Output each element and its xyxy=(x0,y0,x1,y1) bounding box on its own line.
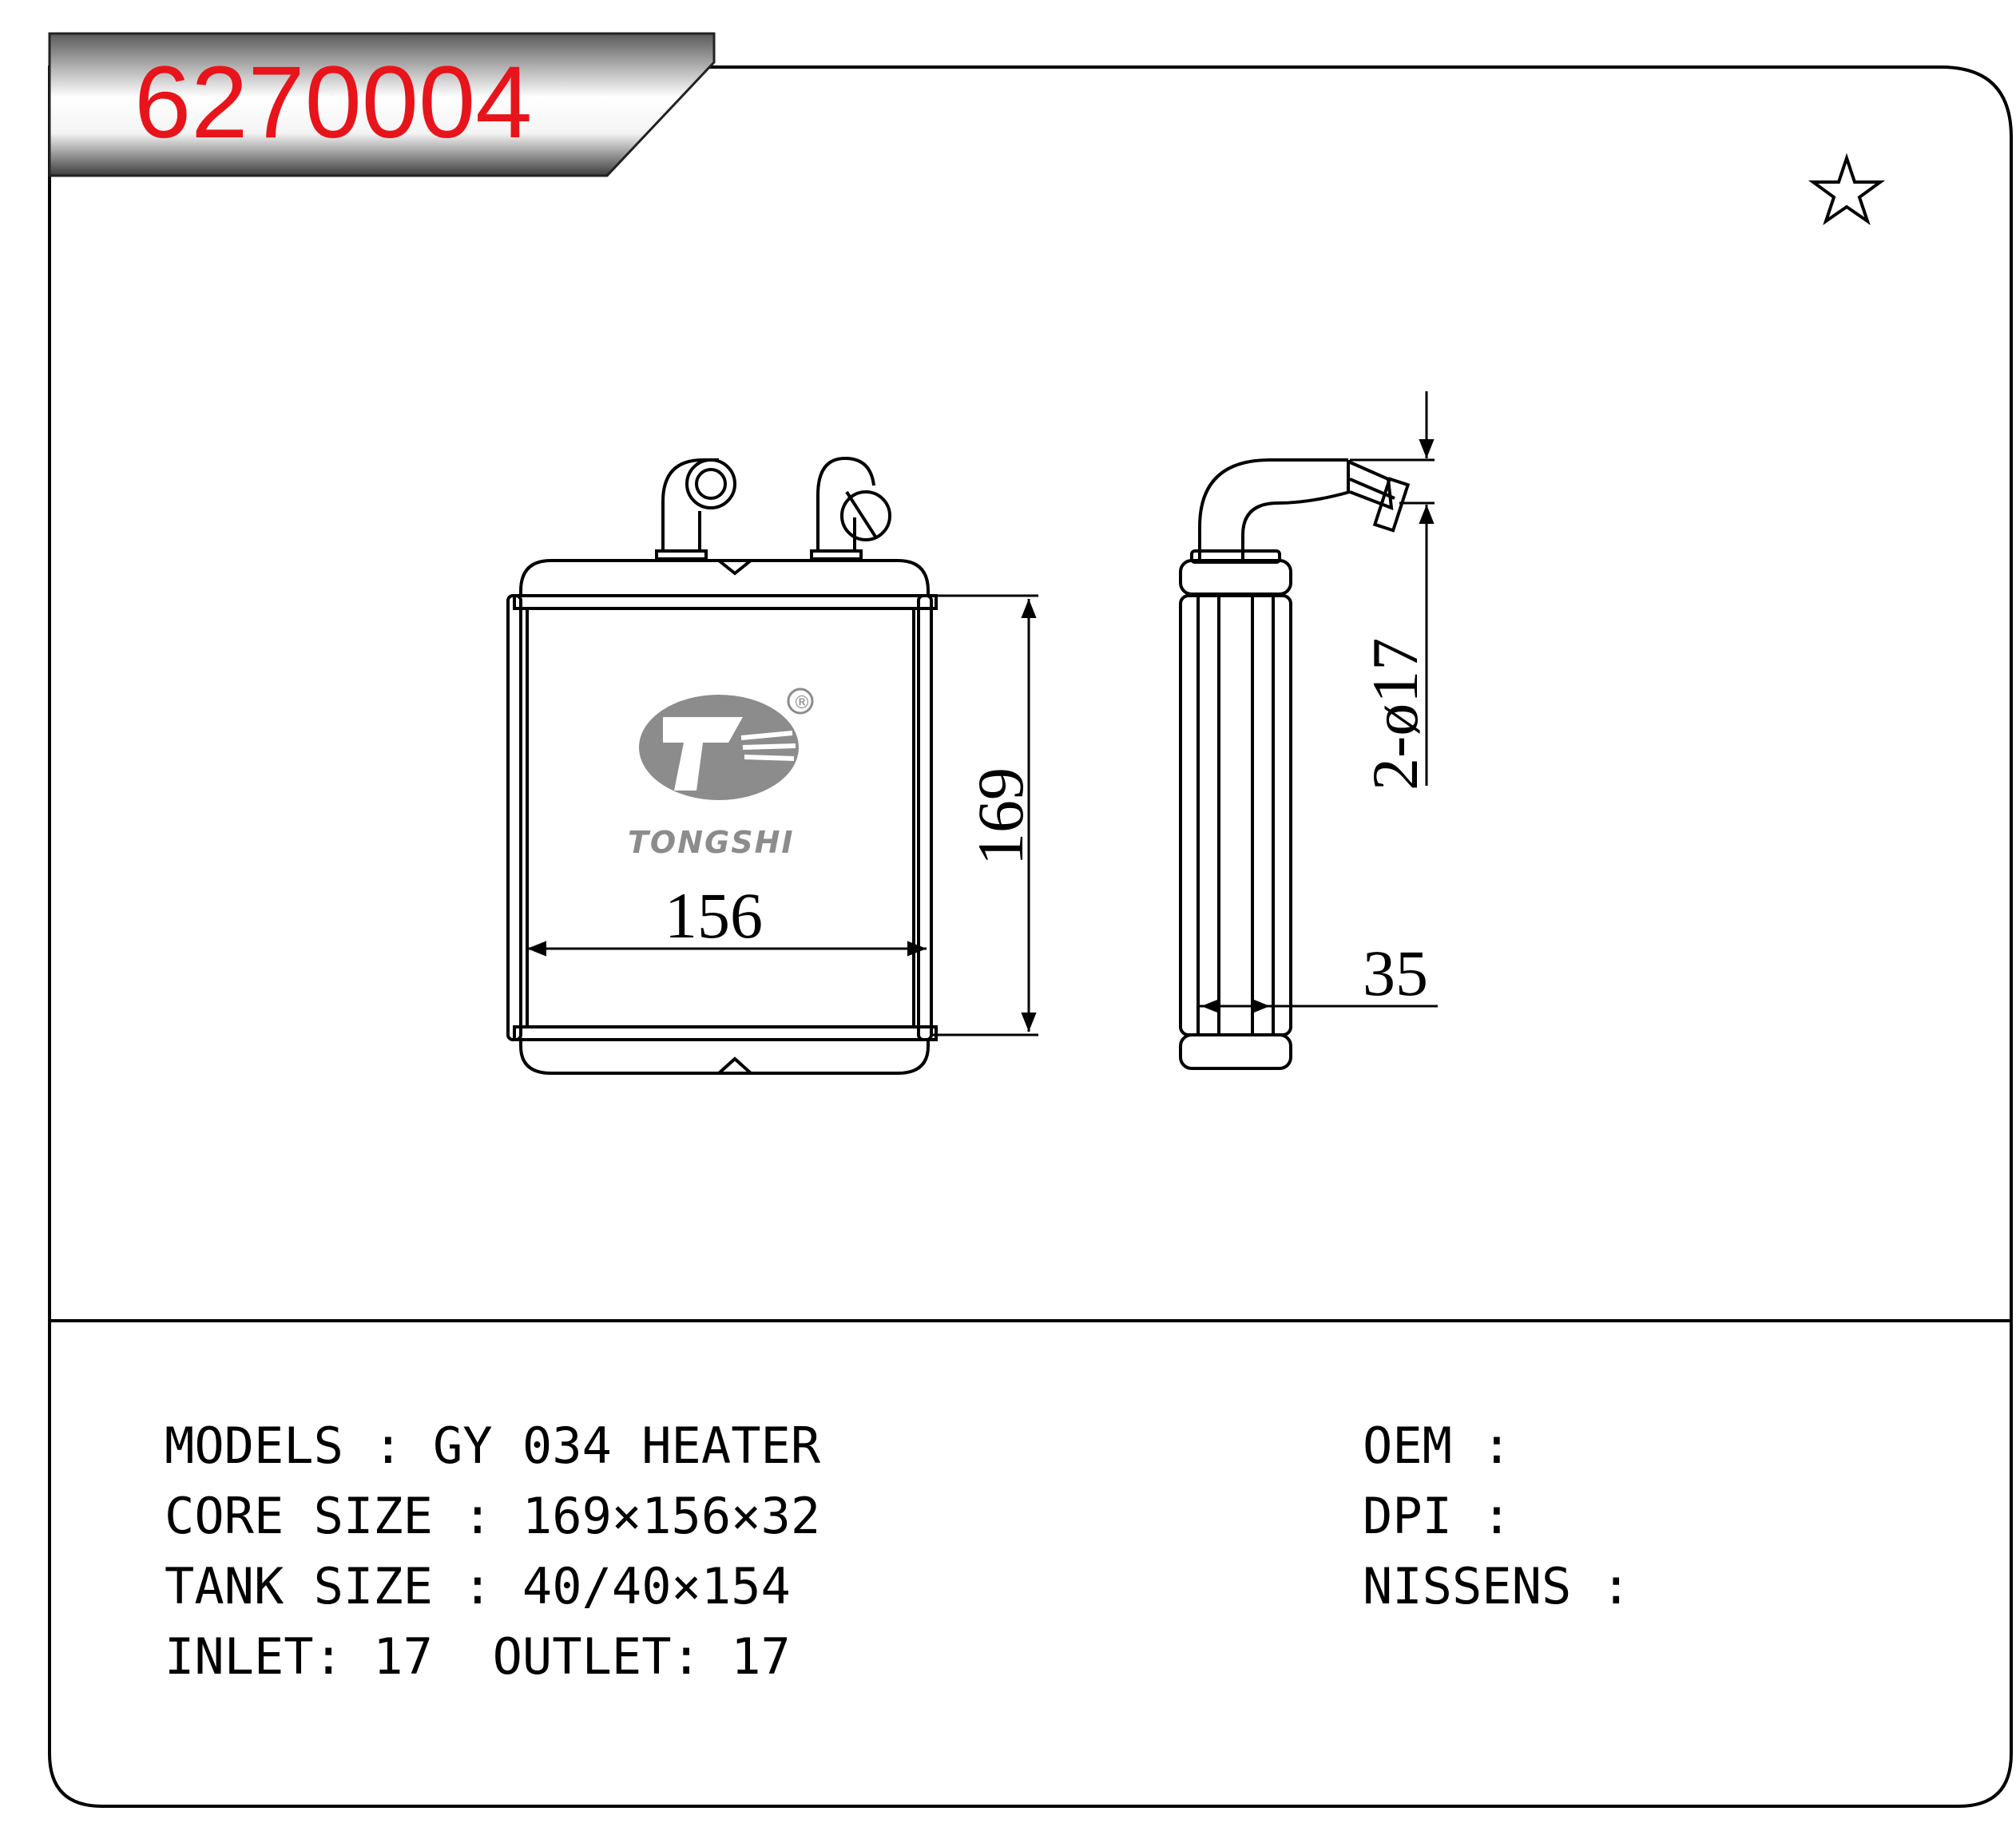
models-line: MODELS : GY 034 HEATER xyxy=(165,1417,821,1475)
side-view xyxy=(1179,458,1411,1070)
part-number-banner xyxy=(48,32,716,177)
nissens-line: NISSENS : xyxy=(1363,1557,1631,1615)
part-number: 6270004 xyxy=(134,46,532,160)
dpi-line: DPI : xyxy=(1363,1487,1512,1545)
oem-line: OEM : xyxy=(1363,1417,1512,1475)
front-dimensions xyxy=(527,594,1038,1036)
depth-dimension: 35 xyxy=(1363,937,1428,1009)
registered-mark: ® xyxy=(793,693,811,713)
core-size-line: CORE SIZE : 169×156×32 xyxy=(165,1487,821,1545)
star-outline-icon[interactable] xyxy=(1808,153,1886,226)
pipe-dimension: 2-ø17 xyxy=(1359,638,1431,791)
tongshi-logo: ® TONGSHI xyxy=(628,688,814,860)
side-dimensions xyxy=(1198,391,1438,1014)
front-view xyxy=(506,456,938,1075)
height-dimension: 169 xyxy=(964,767,1037,866)
tank-size-line: TANK SIZE : 40/40×154 xyxy=(165,1557,791,1615)
width-dimension: 156 xyxy=(665,879,763,952)
inlet-outlet-line: INLET: 17 OUTLET: 17 xyxy=(165,1627,791,1686)
sheet-border xyxy=(48,65,2013,1808)
brand-name: TONGSHI xyxy=(628,825,795,860)
